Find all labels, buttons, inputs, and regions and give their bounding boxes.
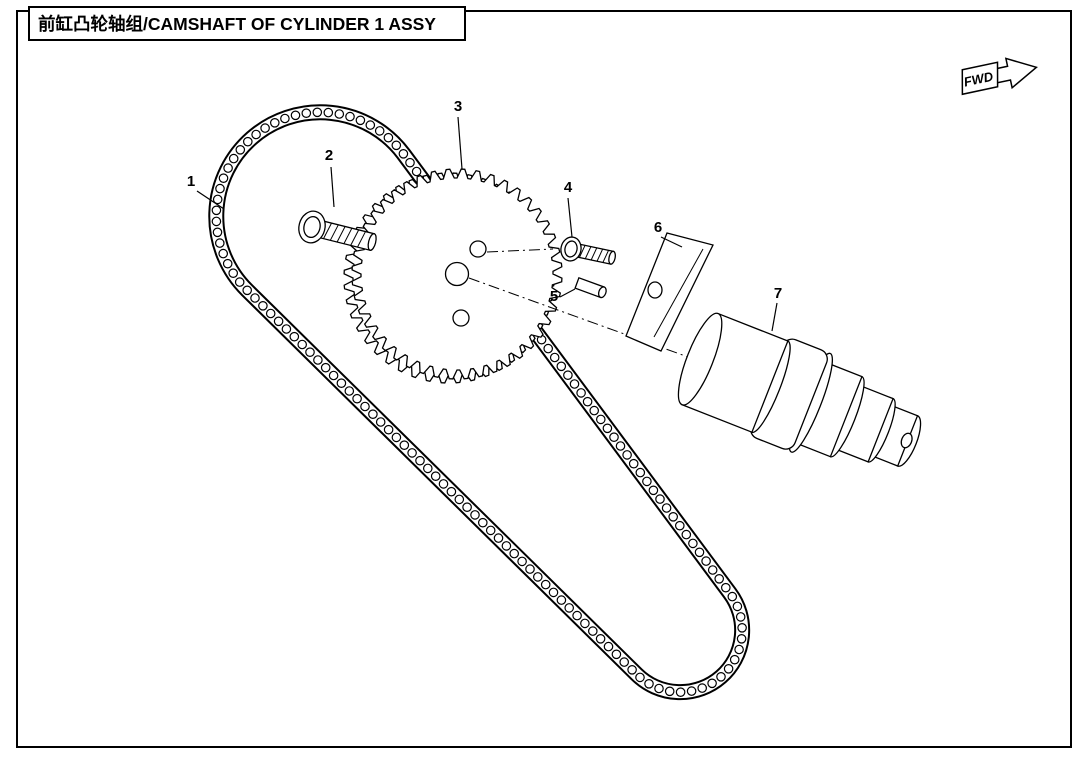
small-bolt-part-4 [560,236,616,265]
part-number-6-plate: 6 [653,219,663,236]
part-number-1-chain: 1 [186,173,196,190]
camshaft-front-face [677,312,723,406]
leader-line-6 [660,236,683,248]
part-number-3-sprocket: 3 [453,98,463,115]
dowel-pin-part-5 [574,276,607,299]
sprocket-lightening-hole [452,309,470,327]
flange-bolt-part-2 [298,210,377,252]
leader-line-7 [771,302,778,332]
part-number-5-pin: 5 [549,288,559,305]
leader-line-4 [567,197,573,238]
timing-chain-part-1 [208,104,751,701]
leader-line-5 [559,288,576,298]
leader-line-2 [330,166,335,208]
part-number-2-bolt: 2 [324,147,334,164]
fwd-label: FWD [962,69,995,90]
diagram-title: 前缸凸轮轴组/CAMSHAFT OF CYLINDER 1 ASSY [38,14,436,34]
title-box: 前缸凸轮轴组/CAMSHAFT OF CYLINDER 1 ASSY [28,6,466,41]
leader-lines [196,116,778,332]
cam-sprocket-part-3 [343,168,563,384]
camshaft-part-7 [677,312,922,467]
sprocket-center-hole [444,261,470,287]
leader-line-3 [457,116,463,170]
part-number-4-bolt: 4 [563,179,573,196]
drawing-border [16,10,1072,748]
fwd-arrow-icon: FWD [961,57,1038,96]
sprocket-bolt-hole [469,240,487,258]
leader-line-1 [196,190,225,210]
part-number-7-camshaft: 7 [773,285,783,302]
retainer-plate-part-6 [625,232,714,352]
